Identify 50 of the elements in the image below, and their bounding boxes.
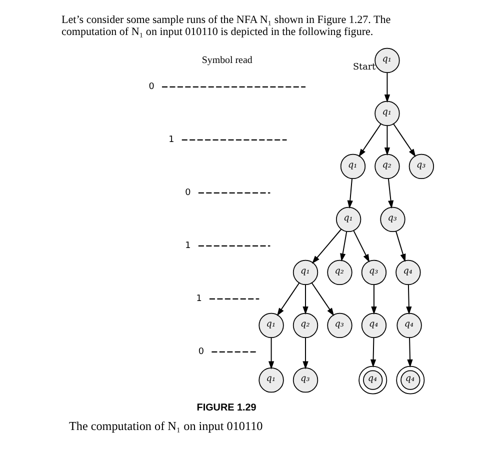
label: FIGURE 1.29 (196, 402, 256, 414)
node-circle: q₁ (340, 154, 366, 180)
node-circle: q₁ (258, 367, 284, 393)
arrow (358, 123, 381, 157)
node-circle: q₄ (396, 366, 424, 394)
node-circle: q₃ (408, 154, 434, 180)
arrow (387, 178, 394, 209)
node-circle: q₃ (292, 367, 318, 393)
node-circle: q₃ (326, 312, 352, 338)
label: 0 (198, 347, 204, 358)
arrow (302, 337, 308, 370)
arrow (346, 178, 352, 209)
arrow (392, 123, 416, 157)
label: 1 (196, 294, 202, 304)
label: 1 (168, 135, 174, 146)
caption: The computation of N₁ on input 010110 (68, 419, 262, 434)
node-circle: q₁ (258, 312, 284, 338)
arrow (302, 284, 308, 315)
label: Symbol read (201, 54, 252, 66)
arrow (352, 230, 369, 262)
node-circle: q₁ (374, 48, 400, 74)
node-circle: q₃ (360, 260, 386, 285)
label: 0 (184, 188, 190, 198)
node-circle: q₁ (335, 206, 361, 232)
arrow (384, 125, 390, 156)
arrow (268, 337, 274, 370)
node-circle: q₁ (374, 100, 400, 126)
label: Let’s consider some sample runs of the NFA N₁ shown in Figure 1.27. The computation of N₁ on input 010110 is depicted in the following figure. (61, 14, 390, 38)
arrow (311, 228, 342, 264)
arrow (406, 284, 412, 315)
label: 1 (184, 241, 190, 252)
node-circle: q₄ (360, 312, 386, 338)
arrow (395, 230, 406, 262)
node-circle: q₂ (374, 154, 400, 180)
arrow (370, 337, 376, 368)
label: 0 (148, 82, 154, 92)
arrow (276, 282, 300, 316)
node-circle: q₂ (292, 312, 318, 338)
node-circle: q₂ (326, 260, 352, 285)
arrow (340, 231, 347, 262)
arrow (406, 337, 412, 368)
node-circle: q₄ (358, 366, 387, 394)
arrow (310, 282, 334, 316)
arrow (384, 72, 390, 103)
node-circle: q₄ (396, 312, 422, 338)
node-label: Start (352, 62, 376, 73)
node-circle: q₁ (292, 260, 318, 285)
arrow (370, 284, 376, 315)
node-circle: q₄ (395, 260, 420, 285)
node-circle: q₃ (380, 206, 405, 232)
